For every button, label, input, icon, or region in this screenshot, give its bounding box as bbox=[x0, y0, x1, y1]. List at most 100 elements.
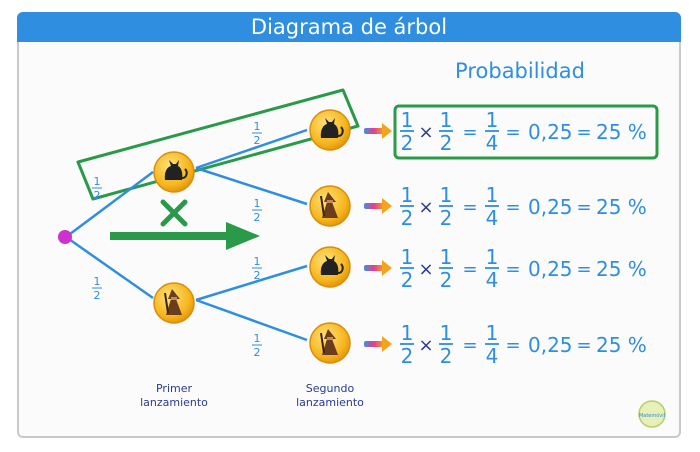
fraction-b: 12 bbox=[439, 321, 453, 368]
fraction-a: 12 bbox=[400, 321, 414, 368]
fraction-numerator: 1 bbox=[440, 321, 453, 345]
decimal-value: 0,25 bbox=[528, 195, 573, 219]
cat-coin-icon bbox=[309, 246, 351, 288]
fraction-denominator: 2 bbox=[254, 211, 261, 224]
fraction-numerator: 1 bbox=[401, 108, 414, 132]
fraction-denominator: 2 bbox=[254, 269, 261, 282]
equals-sign: = bbox=[576, 335, 591, 356]
equals-sign: = bbox=[462, 335, 477, 356]
branch-prob-root-wizard: 1 2 bbox=[92, 275, 102, 302]
fraction-numerator: 1 bbox=[440, 245, 453, 269]
fraction-a: 12 bbox=[400, 108, 414, 155]
fraction-denominator: 2 bbox=[401, 344, 414, 368]
wizard-coin-icon bbox=[309, 322, 351, 364]
fraction-numerator: 1 bbox=[254, 197, 261, 210]
decimal-value: 0,25 bbox=[528, 257, 573, 281]
fraction-numerator: 1 bbox=[94, 175, 101, 188]
branch-wizard-cat bbox=[195, 264, 308, 302]
percent-value: 25 % bbox=[596, 333, 647, 357]
result-row: 12×12=14=0,25=25 % bbox=[364, 245, 647, 292]
green-arrow-icon bbox=[110, 222, 260, 250]
branch-prob-cat-cat: 1 2 bbox=[252, 120, 262, 147]
equals-sign: = bbox=[505, 335, 520, 356]
result-row: 12×12=14=0,25=25 % bbox=[364, 108, 647, 155]
root-node-icon bbox=[58, 230, 72, 244]
fraction-numerator: 1 bbox=[401, 321, 414, 345]
fraction-denominator: 2 bbox=[401, 268, 414, 292]
highlight-path-box bbox=[76, 88, 360, 201]
fraction-denominator: 2 bbox=[440, 344, 453, 368]
fraction-denominator: 4 bbox=[486, 268, 499, 292]
fraction-denominator: 4 bbox=[486, 206, 499, 230]
logo-text: Matemóvil bbox=[639, 412, 665, 419]
probability-header: Probabilidad bbox=[455, 59, 585, 83]
tree-branches bbox=[65, 128, 308, 342]
fraction-numerator: 1 bbox=[486, 183, 499, 207]
fraction-b: 12 bbox=[439, 108, 453, 155]
wizard-coin-icon bbox=[153, 282, 195, 324]
equals-sign: = bbox=[505, 197, 520, 218]
fraction-numerator: 1 bbox=[486, 108, 499, 132]
logo-icon: Matemóvil bbox=[638, 400, 666, 428]
fraction-denominator: 2 bbox=[401, 206, 414, 230]
fraction-denominator: 2 bbox=[440, 206, 453, 230]
highlight-result-box bbox=[393, 104, 659, 160]
fraction-numerator: 1 bbox=[94, 275, 101, 288]
fraction-numerator: 1 bbox=[401, 245, 414, 269]
percent-value: 25 % bbox=[596, 195, 647, 219]
equals-sign: = bbox=[576, 197, 591, 218]
fraction-numerator: 1 bbox=[254, 332, 261, 345]
arrow-right-icon bbox=[364, 123, 392, 139]
svg-text:Segundo: Segundo bbox=[306, 382, 355, 395]
decimal-value: 0,25 bbox=[528, 120, 573, 144]
fraction-denominator: 2 bbox=[254, 346, 261, 359]
svg-text:lanzamiento: lanzamiento bbox=[140, 396, 208, 409]
svg-text:Primer: Primer bbox=[156, 382, 193, 395]
decimal-value: 0,25 bbox=[528, 333, 573, 357]
equals-sign: = bbox=[576, 122, 591, 143]
arrow-right-icon bbox=[364, 260, 392, 276]
branch-prob-wizard-wizard: 1 2 bbox=[252, 332, 262, 359]
fraction-numerator: 1 bbox=[440, 183, 453, 207]
fraction-result: 14 bbox=[485, 245, 499, 292]
result-row: 12×12=14=0,25=25 % bbox=[364, 321, 647, 368]
diagram-frame bbox=[17, 12, 681, 438]
cross-icon bbox=[160, 199, 188, 227]
arrow-right-icon bbox=[364, 336, 392, 352]
branch-root-cat bbox=[65, 170, 154, 239]
percent-value: 25 % bbox=[596, 120, 647, 144]
fraction-b: 12 bbox=[439, 183, 453, 230]
wizard-coin-icon bbox=[309, 185, 351, 227]
fraction-numerator: 1 bbox=[486, 245, 499, 269]
cat-coin-icon bbox=[309, 109, 351, 151]
result-row: 12×12=14=0,25=25 % bbox=[364, 183, 647, 230]
fraction-a: 12 bbox=[400, 245, 414, 292]
level-label-second: Segundo lanzamiento bbox=[296, 382, 364, 409]
fraction-numerator: 1 bbox=[440, 108, 453, 132]
branch-wizard-wizard bbox=[195, 298, 308, 342]
cat-coin-icon bbox=[153, 151, 195, 193]
branch-cat-wizard bbox=[195, 166, 308, 206]
percent-value: 25 % bbox=[596, 257, 647, 281]
equals-sign: = bbox=[505, 122, 520, 143]
equals-sign: = bbox=[462, 122, 477, 143]
fraction-numerator: 1 bbox=[254, 255, 261, 268]
fraction-numerator: 1 bbox=[254, 120, 261, 133]
branch-prob-cat-wizard: 1 2 bbox=[252, 197, 262, 224]
equals-sign: = bbox=[505, 259, 520, 280]
level-label-first: Primer lanzamiento bbox=[140, 382, 208, 409]
equals-sign: = bbox=[462, 197, 477, 218]
fraction-denominator: 4 bbox=[486, 131, 499, 155]
times-sign: × bbox=[418, 335, 433, 356]
fraction-result: 14 bbox=[485, 108, 499, 155]
fraction-numerator: 1 bbox=[401, 183, 414, 207]
svg-text:lanzamiento: lanzamiento bbox=[296, 396, 364, 409]
fraction-denominator: 2 bbox=[440, 131, 453, 155]
times-sign: × bbox=[418, 259, 433, 280]
branch-root-wizard bbox=[65, 235, 154, 300]
branch-cat-cat bbox=[195, 128, 308, 170]
times-sign: × bbox=[418, 122, 433, 143]
fraction-denominator: 2 bbox=[401, 131, 414, 155]
